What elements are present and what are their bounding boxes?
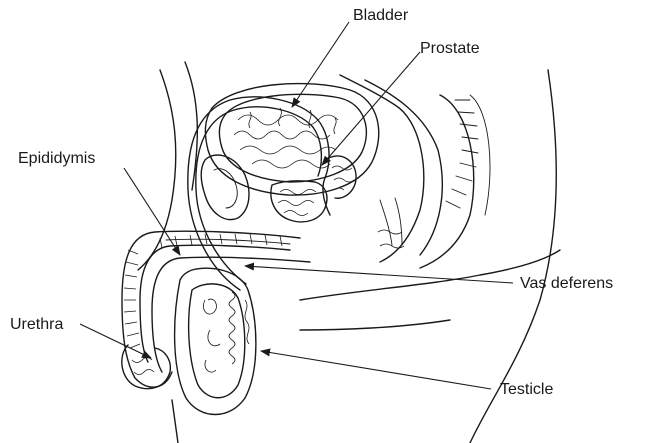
labels: Bladder Prostate Epididymis Vas deferens… xyxy=(10,7,613,398)
leader-epididymis xyxy=(124,168,180,255)
label-urethra: Urethra xyxy=(10,316,63,333)
label-testicle: Testicle xyxy=(500,381,553,398)
vas-deferens-duct xyxy=(188,97,330,290)
label-bladder: Bladder xyxy=(353,7,409,24)
label-epididymis: Epididymis xyxy=(18,150,95,167)
label-prostate: Prostate xyxy=(420,40,480,57)
leader-testicle xyxy=(261,351,491,389)
leader-vas-deferens xyxy=(245,266,513,283)
scrotum-testicle xyxy=(175,268,256,414)
body-outline xyxy=(138,62,560,443)
prostate-gland xyxy=(271,156,356,222)
leader-prostate xyxy=(322,52,420,165)
label-vas-deferens: Vas deferens xyxy=(520,275,613,292)
rectum-sacrum xyxy=(340,75,490,268)
pubic-bone xyxy=(201,155,249,220)
leader-bladder xyxy=(292,22,349,107)
